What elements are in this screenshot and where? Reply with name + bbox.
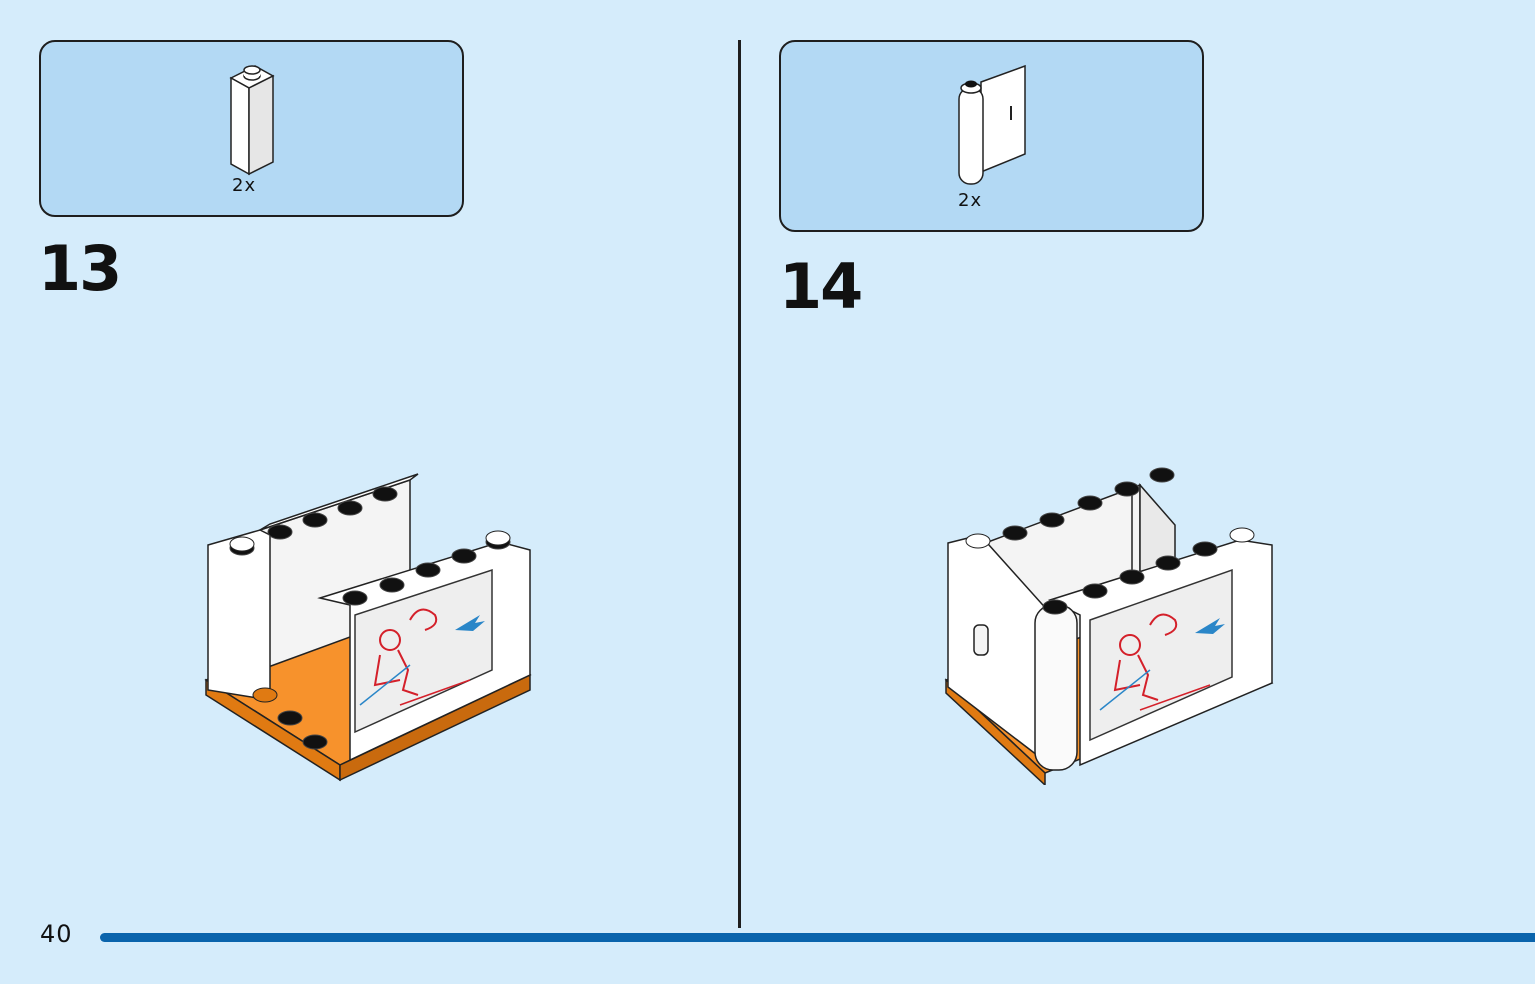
step-divider xyxy=(738,40,741,928)
step-13-parts-box: 2x xyxy=(39,40,464,217)
step-14-model-illustration xyxy=(944,467,1274,785)
step-13-number: 13 xyxy=(38,232,122,305)
part-quantity: 2x xyxy=(232,175,257,196)
white-door-panel-icon xyxy=(958,64,1026,185)
step-13-model-illustration xyxy=(204,473,532,782)
white-1x1x3-brick-icon xyxy=(229,65,275,176)
step-14-number: 14 xyxy=(779,250,863,323)
part-quantity: 2x xyxy=(958,190,983,211)
progress-bar xyxy=(100,933,1535,942)
step-14-parts-box: 2x xyxy=(779,40,1204,232)
page-number: 40 xyxy=(40,920,73,948)
